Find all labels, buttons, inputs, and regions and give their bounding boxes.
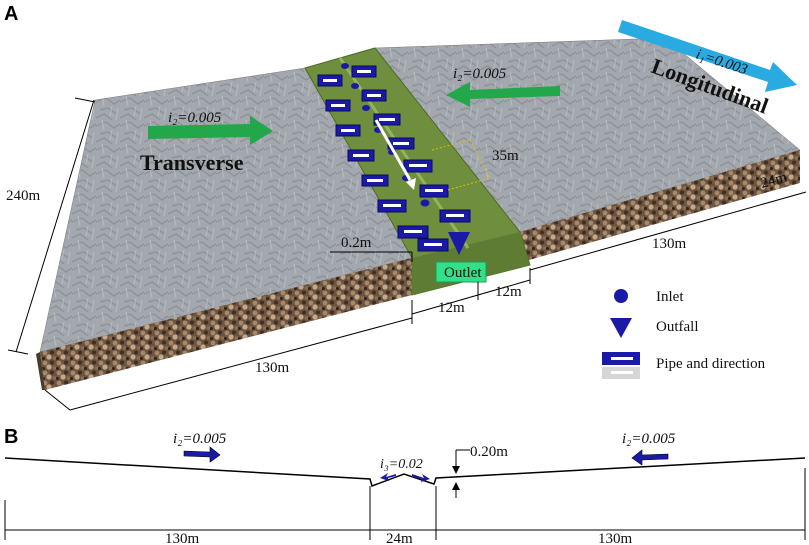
outlet-box [435, 261, 487, 283]
dim-24m-partial: 24m [759, 169, 789, 191]
dim-35m: 35m [492, 148, 519, 164]
dim-130m-left: 130m [255, 360, 290, 376]
b-dim-right: 130m [598, 531, 633, 545]
b-dim-left: 130m [165, 531, 200, 545]
right-slope-arrow [446, 82, 560, 107]
dim-12m-b: 12m [495, 284, 522, 300]
legend-pipe: Pipe and direction [656, 356, 766, 372]
dim-02m: 0.2m [341, 235, 372, 251]
transverse-arrow [148, 116, 273, 145]
slope-left-label: i₂=0.005 [168, 110, 222, 126]
panel-a-label: A [4, 3, 18, 25]
legend: Inlet Outfall Pipe and direction [602, 289, 766, 379]
dim-130m-right-line [529, 191, 807, 271]
legend-outfall: Outfall [656, 319, 699, 335]
dim-240m: 240m [6, 188, 41, 204]
dim-240m-line [15, 99, 95, 353]
longitudinal-arrow [618, 20, 797, 92]
slope-arrow-left [183, 446, 221, 463]
panel-b-label: B [4, 426, 18, 448]
dim-130m-left-line [69, 317, 413, 411]
right-gravel-side [520, 150, 800, 262]
b-slope-left: i₂=0.005 [173, 431, 227, 447]
cross-section-profile [4, 457, 806, 487]
b-slope-mid: i₃=0.02 [380, 457, 423, 472]
slope-arrow-mid-right [412, 474, 430, 482]
pipes-right [351, 65, 471, 223]
outfall-marker [448, 232, 470, 255]
outlet-label: Outlet [444, 265, 482, 281]
dim-130m-right: 130m [652, 236, 687, 252]
b-depth: 0.20m [470, 444, 508, 460]
slope-arrow-mid-left [380, 473, 396, 481]
dim-12m-a: 12m [438, 300, 465, 316]
legend-inlet-icon [614, 289, 628, 303]
slope-right-label: i₂=0.005 [453, 66, 507, 82]
legend-inlet: Inlet [656, 289, 684, 305]
slope-arrow-right [631, 449, 669, 466]
b-dim-mid: 24m [386, 531, 413, 545]
transverse-label: Transverse [140, 150, 244, 175]
channel-flow-arrow [374, 119, 412, 181]
b-slope-right: i₂=0.005 [622, 431, 676, 447]
pipes-left [317, 74, 449, 252]
left-gravel-side [40, 258, 412, 390]
legend-outfall-icon [610, 318, 632, 338]
